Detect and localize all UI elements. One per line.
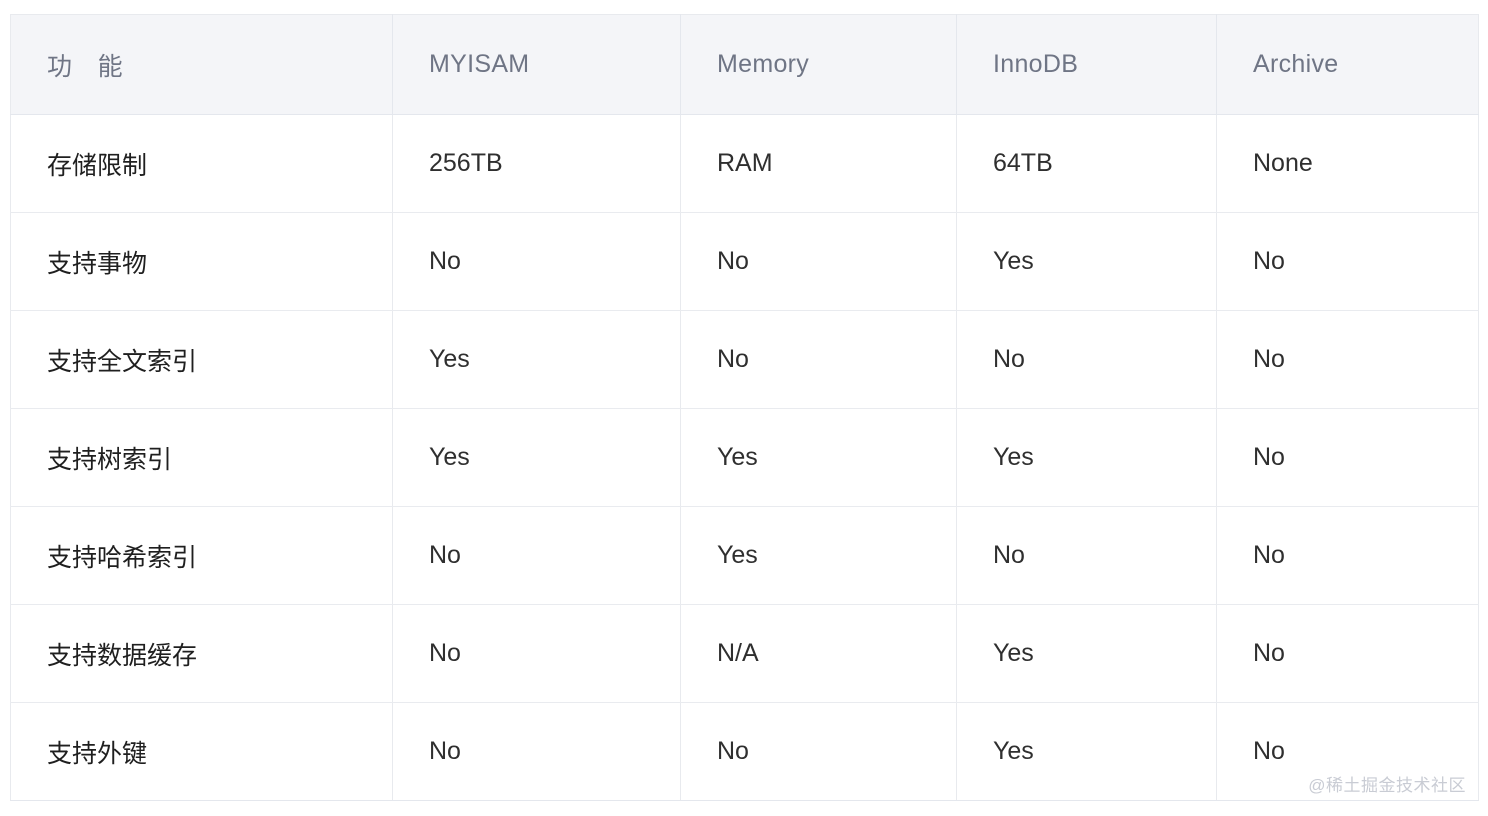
storage-engine-comparison-table: 功 能 MYISAM Memory InnoDB Archive 存储限制 25… — [10, 14, 1479, 801]
cell-feature: 支持外键 — [10, 702, 393, 801]
column-header-myisam: MYISAM — [392, 14, 681, 115]
cell-innodb: Yes — [956, 702, 1217, 801]
table-row: 支持哈希索引 No Yes No No — [10, 506, 1479, 605]
cell-feature: 支持数据缓存 — [10, 604, 393, 703]
cell-myisam: No — [392, 506, 681, 605]
cell-innodb: Yes — [956, 408, 1217, 507]
comparison-table-container: 功 能 MYISAM Memory InnoDB Archive 存储限制 25… — [10, 14, 1479, 801]
cell-memory: No — [680, 212, 957, 311]
column-header-memory: Memory — [680, 14, 957, 115]
table-header-row: 功 能 MYISAM Memory InnoDB Archive — [10, 14, 1479, 115]
cell-archive: None — [1216, 114, 1479, 213]
cell-innodb: Yes — [956, 604, 1217, 703]
cell-memory: No — [680, 310, 957, 409]
cell-innodb: Yes — [956, 212, 1217, 311]
table-header: 功 能 MYISAM Memory InnoDB Archive — [10, 14, 1479, 115]
table-body: 存储限制 256TB RAM 64TB None 支持事物 No No Yes … — [10, 114, 1479, 801]
cell-feature: 支持全文索引 — [10, 310, 393, 409]
cell-innodb: No — [956, 310, 1217, 409]
cell-feature: 支持哈希索引 — [10, 506, 393, 605]
table-row: 支持事物 No No Yes No — [10, 212, 1479, 311]
cell-myisam: Yes — [392, 310, 681, 409]
cell-feature: 存储限制 — [10, 114, 393, 213]
cell-archive: No — [1216, 212, 1479, 311]
cell-feature: 支持树索引 — [10, 408, 393, 507]
table-row: 支持数据缓存 No N/A Yes No — [10, 604, 1479, 703]
cell-myisam: No — [392, 702, 681, 801]
table-row: 支持全文索引 Yes No No No — [10, 310, 1479, 409]
table-row: 支持树索引 Yes Yes Yes No — [10, 408, 1479, 507]
cell-archive: No — [1216, 604, 1479, 703]
cell-memory: Yes — [680, 506, 957, 605]
cell-innodb: No — [956, 506, 1217, 605]
table-row: 支持外键 No No Yes No — [10, 702, 1479, 801]
cell-archive: No — [1216, 408, 1479, 507]
cell-memory: No — [680, 702, 957, 801]
cell-memory: RAM — [680, 114, 957, 213]
column-header-feature: 功 能 — [10, 14, 393, 115]
cell-myisam: 256TB — [392, 114, 681, 213]
cell-innodb: 64TB — [956, 114, 1217, 213]
cell-myisam: No — [392, 604, 681, 703]
table-row: 存储限制 256TB RAM 64TB None — [10, 114, 1479, 213]
column-header-innodb: InnoDB — [956, 14, 1217, 115]
cell-archive: No — [1216, 702, 1479, 801]
cell-memory: N/A — [680, 604, 957, 703]
cell-archive: No — [1216, 310, 1479, 409]
cell-myisam: Yes — [392, 408, 681, 507]
cell-archive: No — [1216, 506, 1479, 605]
cell-feature: 支持事物 — [10, 212, 393, 311]
column-header-archive: Archive — [1216, 14, 1479, 115]
cell-myisam: No — [392, 212, 681, 311]
cell-memory: Yes — [680, 408, 957, 507]
